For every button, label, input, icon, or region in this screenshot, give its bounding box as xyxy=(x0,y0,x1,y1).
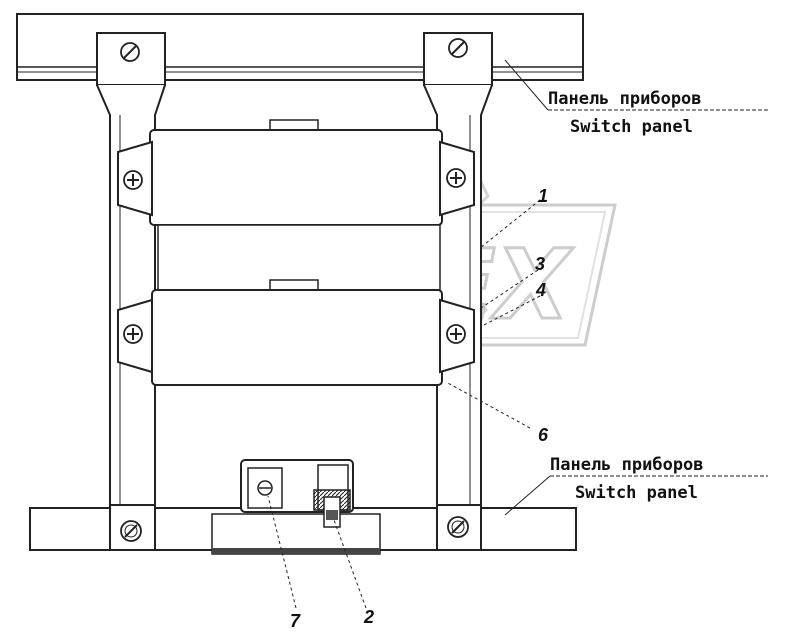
top-panel-label-ru: Панель приборов xyxy=(548,89,702,109)
bottom-panel xyxy=(29,507,577,555)
phillips-screw-icon xyxy=(123,170,143,190)
bottom-panel-label-en: Switch panel xyxy=(575,483,698,503)
leader-7 xyxy=(267,495,297,609)
switch-block-upper xyxy=(117,119,475,226)
leader-lines xyxy=(267,59,768,609)
bottom-panel-label-ru: Панель приборов xyxy=(550,455,704,475)
middle-spacer xyxy=(157,224,441,291)
callout-6: 6 xyxy=(538,425,549,445)
leader-4 xyxy=(481,295,541,327)
callout-3: 3 xyxy=(535,254,545,274)
callout-4: 4 xyxy=(535,280,546,300)
callout-7: 7 xyxy=(290,611,301,631)
callout-1: 1 xyxy=(538,186,548,206)
phillips-screw-icon xyxy=(446,324,466,344)
phillips-screw-icon xyxy=(123,324,143,344)
slotted-screw-icon xyxy=(120,520,142,542)
leader-top-panel xyxy=(504,59,549,111)
slotted-screw-icon xyxy=(120,42,140,62)
leader-2 xyxy=(333,519,367,609)
leader-6 xyxy=(445,381,531,429)
slotted-screw-icon xyxy=(447,516,469,538)
top-panel-label-en: Switch panel xyxy=(570,117,693,137)
slotted-screw-icon xyxy=(448,38,468,58)
leader-1 xyxy=(479,199,541,249)
leader-bottom-panel xyxy=(504,475,551,516)
leader-3 xyxy=(477,269,539,311)
phillips-screw-icon xyxy=(446,168,466,188)
switch-connector xyxy=(240,459,354,528)
callout-2: 2 xyxy=(363,607,374,627)
switch-block-lower xyxy=(117,279,475,386)
